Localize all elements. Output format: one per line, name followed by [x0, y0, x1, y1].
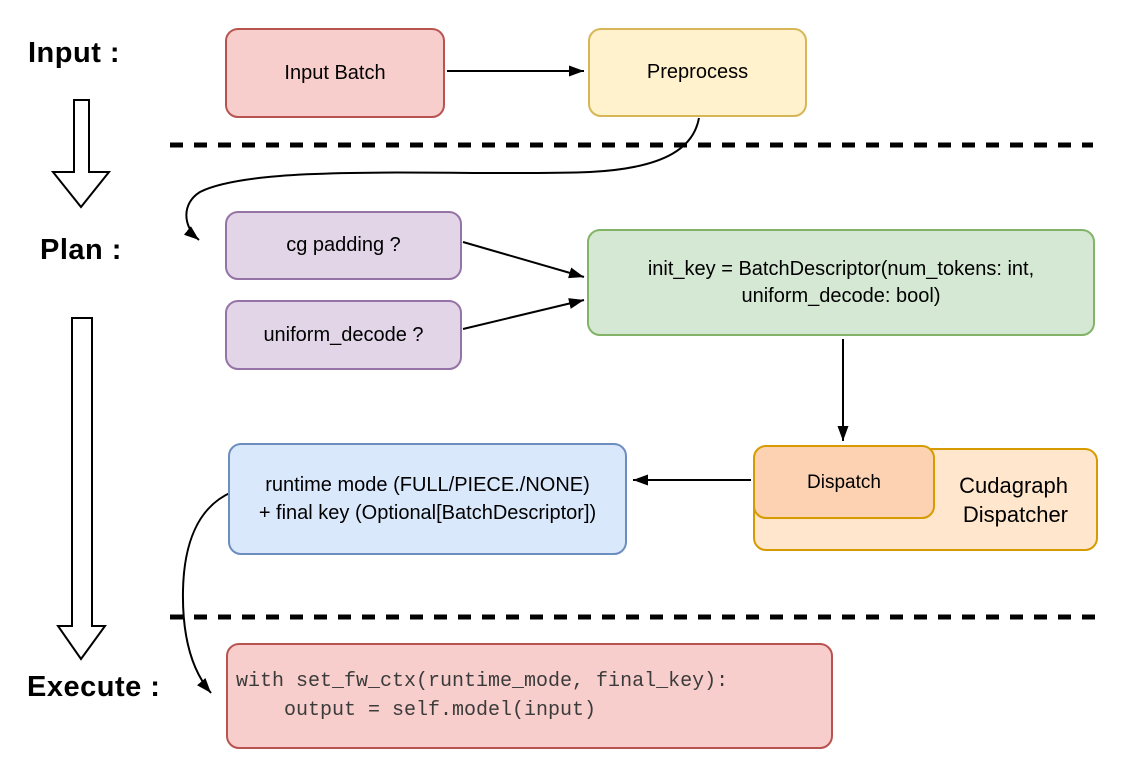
- preprocess-node: Preprocess: [588, 28, 807, 117]
- execute-code-node: with set_fw_ctx(runtime_mode, final_key)…: [226, 643, 833, 749]
- runtime-mode-line1: runtime mode (FULL/PIECE./NONE): [265, 474, 590, 496]
- init-key-node: init_key = BatchDescriptor(num_tokens: i…: [587, 229, 1095, 336]
- dispatch-node: Dispatch: [753, 445, 935, 519]
- cudagraph-dispatcher-line2: Dispatcher: [962, 501, 1068, 527]
- arrow-cg-padding-to-init-key: [462, 241, 585, 279]
- curve-preprocess-to-cg-padding: [183, 117, 700, 241]
- input-batch-label: Input Batch: [284, 61, 386, 84]
- execute-code-line2: output = self.model(input): [236, 699, 597, 722]
- plan-to-execute-arrow: [56, 317, 107, 661]
- runtime-mode-node: runtime mode (FULL/PIECE./NONE) + final …: [228, 443, 627, 555]
- curve-runtime-mode-to-execute-code: [181, 491, 233, 694]
- cg-padding-node: cg padding ?: [225, 211, 462, 280]
- uniform-decode-node: uniform_decode ?: [225, 300, 462, 370]
- preprocess-label: Preprocess: [646, 61, 749, 83]
- plan-stage-label: Plan :: [40, 234, 122, 266]
- execute-code-line1: with set_fw_ctx(runtime_mode, final_key)…: [236, 670, 729, 693]
- dispatch-label: Dispatch: [807, 471, 881, 493]
- input-stage-label: Input :: [28, 37, 121, 69]
- input-batch-node: Input Batch: [225, 28, 445, 118]
- execute-stage-label: Execute :: [27, 671, 161, 703]
- arrow-uniform-decode-to-init-key: [462, 298, 585, 330]
- cudagraph-dispatcher-line1: Cudagraph: [959, 472, 1068, 498]
- cg-padding-label: cg padding ?: [286, 234, 401, 256]
- init-key-line1: init_key = BatchDescriptor(num_tokens: i…: [647, 257, 1035, 280]
- input-to-plan-arrow: [50, 99, 112, 209]
- init-key-line2: uniform_decode: bool): [741, 284, 941, 307]
- runtime-mode-line2: + final key (Optional[BatchDescriptor]): [258, 502, 597, 524]
- uniform-decode-label: uniform_decode ?: [263, 323, 424, 346]
